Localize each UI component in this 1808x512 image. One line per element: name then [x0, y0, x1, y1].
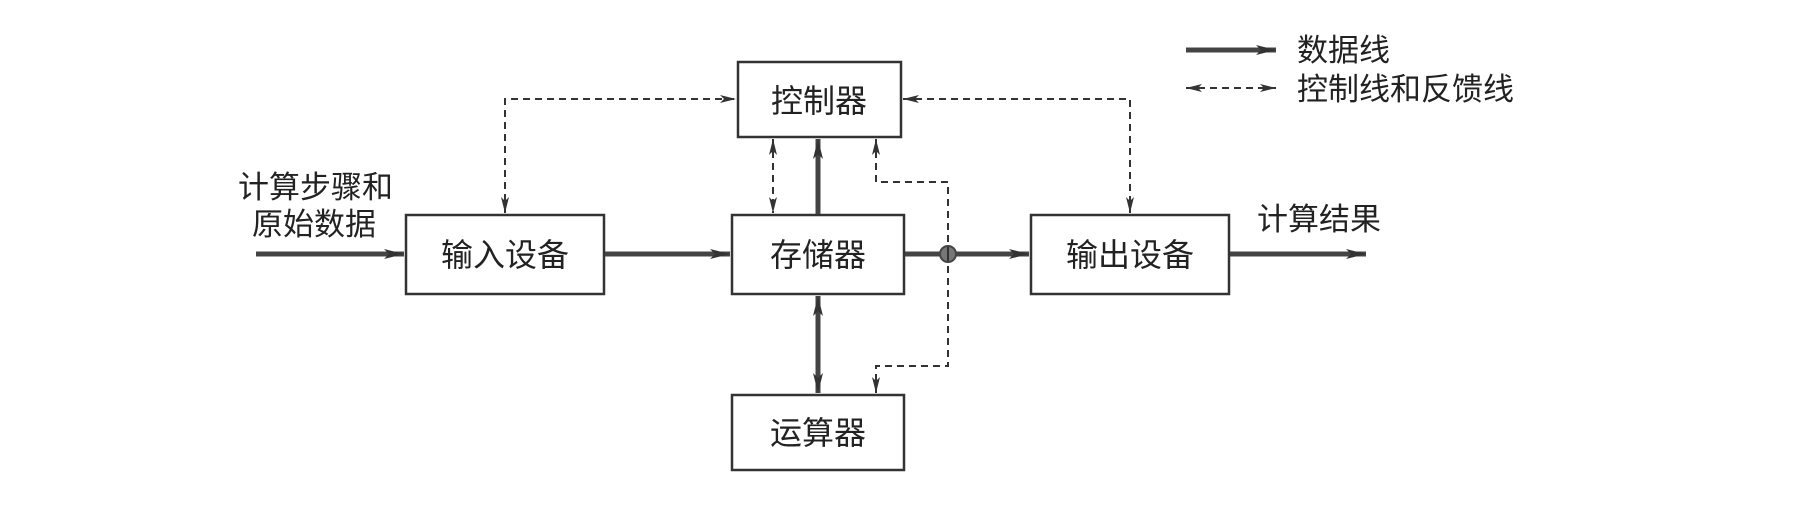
memory-label: 存储器 — [770, 236, 866, 274]
controller-label: 控制器 — [771, 82, 867, 120]
alu-node: 运算器 — [730, 393, 906, 472]
input-device-label: 输入设备 — [441, 236, 569, 274]
input-description-line1: 计算步骤和 — [238, 170, 393, 206]
output-device-label: 输出设备 — [1066, 236, 1194, 274]
control-lines — [501, 95, 1134, 393]
legend-data-line-label: 数据线 — [1297, 33, 1390, 69]
alu-label: 运算器 — [770, 414, 866, 452]
legend: 数据线 控制线和反馈线 — [1186, 33, 1514, 108]
control-line-junction-alu — [872, 254, 949, 393]
data-lines — [256, 139, 1366, 393]
result-label: 计算结果 — [1257, 202, 1381, 238]
legend-control-line-label: 控制线和反馈线 — [1297, 72, 1514, 108]
controller-node: 控制器 — [736, 60, 903, 139]
input-device-node: 输入设备 — [404, 213, 606, 296]
feedback-line-junction-controller — [872, 139, 949, 254]
control-line-controller-output — [903, 95, 1134, 213]
output-device-node: 输出设备 — [1029, 213, 1231, 296]
input-description-line2: 原始数据 — [252, 207, 376, 243]
control-line-input-controller — [501, 95, 736, 213]
memory-node: 存储器 — [730, 213, 906, 296]
